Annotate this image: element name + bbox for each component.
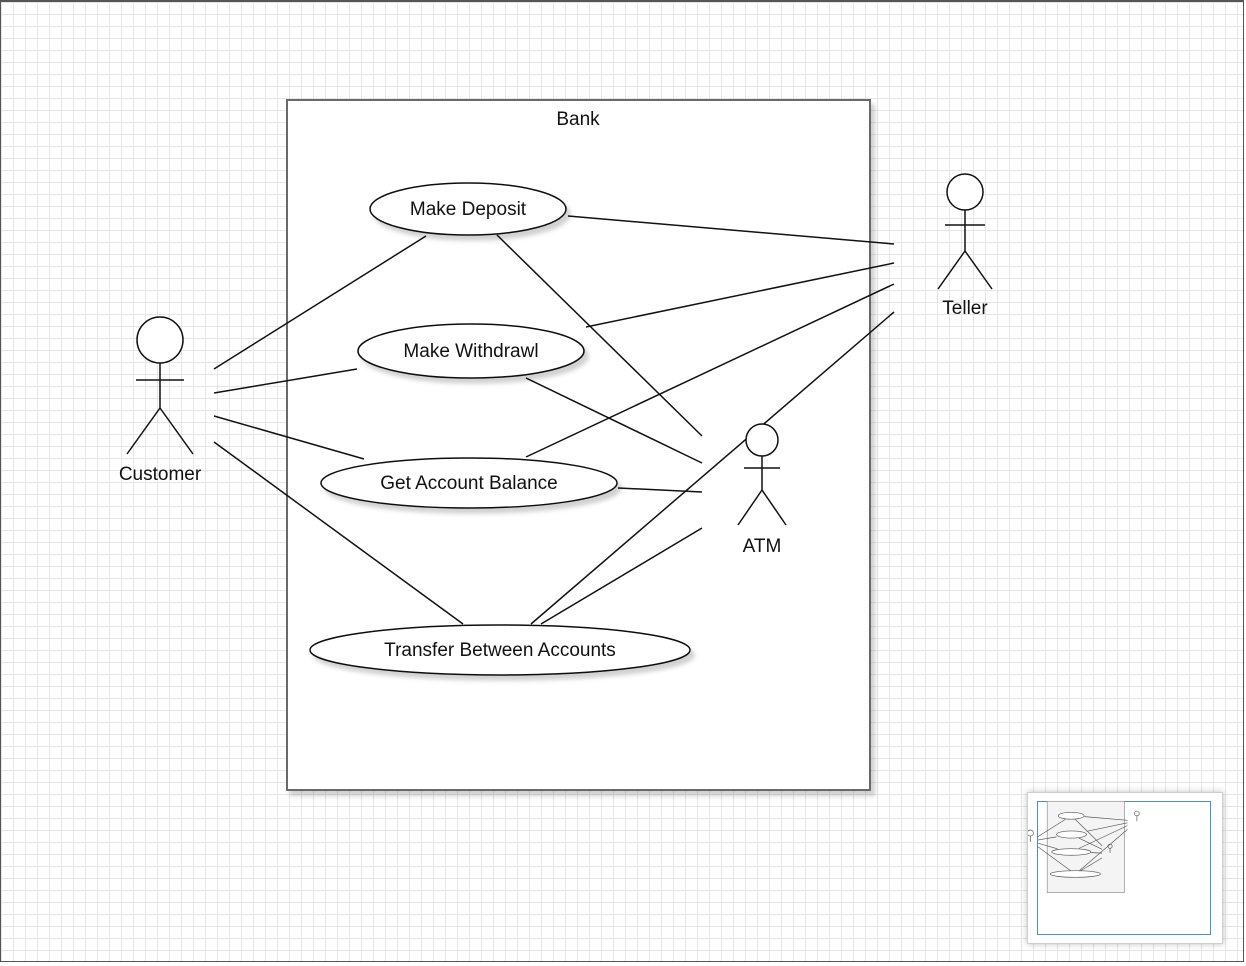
actor-label: Teller <box>942 298 988 319</box>
actor-atm[interactable]: ATM <box>737 423 787 557</box>
assoc-customer-deposit[interactable] <box>213 235 427 370</box>
stick-figure-icon <box>937 173 993 290</box>
actor-customer[interactable]: Customer <box>119 316 202 485</box>
minimap-panel[interactable] <box>1027 792 1223 944</box>
use-case-label: Get Account Balance <box>380 473 557 494</box>
actor-label: ATM <box>743 536 782 557</box>
assoc-atm-transfer[interactable] <box>540 527 703 625</box>
use-case-make-withdrawl[interactable]: Make Withdrawl <box>357 323 585 379</box>
use-case-label: Transfer Between Accounts <box>384 640 616 661</box>
use-case-get-account-balance[interactable]: Get Account Balance <box>320 457 618 509</box>
stick-figure-icon <box>126 316 194 455</box>
minimap-preview <box>1028 800 1140 893</box>
assoc-customer-withdrawl[interactable] <box>213 368 358 394</box>
use-case-transfer-between-accounts[interactable]: Transfer Between Accounts <box>309 624 691 676</box>
assoc-customer-balance[interactable] <box>213 415 365 460</box>
associations <box>213 215 895 625</box>
system-boundary-label: Bank <box>556 109 600 130</box>
assoc-atm-balance[interactable] <box>617 487 703 493</box>
assoc-teller-deposit[interactable] <box>567 215 895 245</box>
stick-figure-icon <box>737 423 787 526</box>
use-case-label: Make Deposit <box>410 199 527 220</box>
assoc-teller-balance[interactable] <box>525 283 895 458</box>
assoc-atm-withdrawl[interactable] <box>525 377 703 464</box>
use-case-make-deposit[interactable]: Make Deposit <box>369 182 567 236</box>
actor-teller[interactable]: Teller <box>937 173 993 319</box>
use-case-label: Make Withdrawl <box>403 341 538 362</box>
assoc-teller-withdrawl[interactable] <box>585 262 895 328</box>
assoc-customer-transfer[interactable] <box>213 441 464 625</box>
assoc-teller-transfer[interactable] <box>530 311 895 625</box>
assoc-atm-deposit[interactable] <box>496 234 703 437</box>
actor-label: Customer <box>119 464 202 485</box>
